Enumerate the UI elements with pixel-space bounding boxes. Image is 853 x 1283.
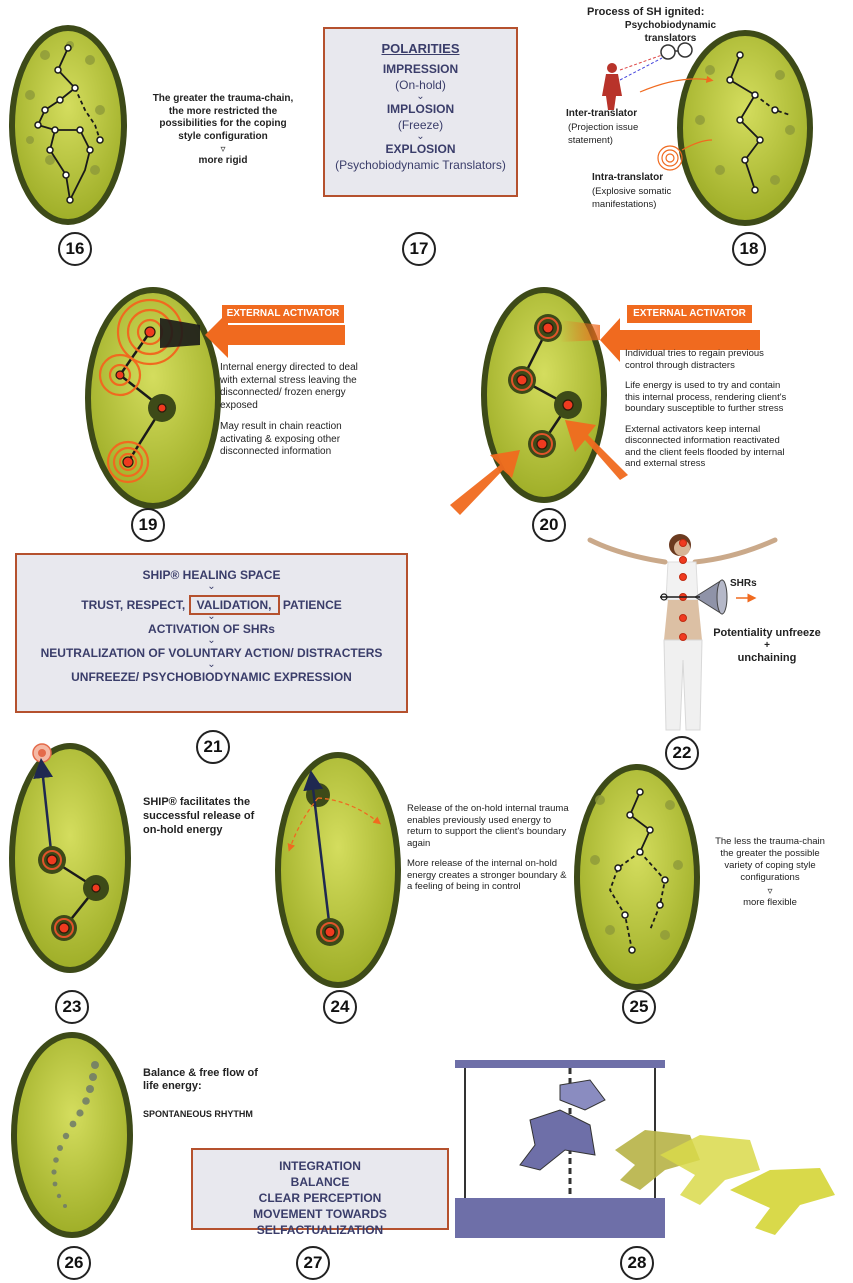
panel-22-caption-1: Potentiality unfreeze (702, 627, 832, 640)
integration-line-1: INTEGRATION (193, 1158, 447, 1174)
polarity-2-label: IMPLOSION (325, 101, 516, 117)
panel-16-result: more rigid (173, 155, 273, 168)
panel-22-caption-2: unchaining (717, 652, 817, 665)
healing-space-box: SHIP® HEALING SPACE ⌄ TRUST, RESPECT, VA… (15, 553, 408, 713)
panel-18-heading: Process of SH ignited: (587, 6, 727, 19)
panel-number-21: 21 (196, 730, 230, 764)
patience-label: PATIENCE (283, 598, 342, 612)
panel-24-paragraph-2: More release of the internal on-hold ene… (407, 858, 572, 893)
panel-number-26: 26 (57, 1246, 91, 1280)
panel-22-plus: + (757, 640, 777, 653)
healing-space-line-5: UNFREEZE/ PSYCHOBIODYNAMIC EXPRESSION (17, 669, 406, 685)
panel-19-paragraph-1: Internal energy directed to deal with ex… (220, 362, 370, 412)
panel-20-paragraph-3: External activators keep internal discon… (625, 424, 790, 470)
chevron-down-icon: ⌄ (17, 637, 406, 645)
external-activator-label-19: EXTERNAL ACTIVATOR (222, 305, 344, 323)
panel-23-text: SHIP® facilitates the successful release… (143, 795, 261, 837)
panel-number-25: 25 (622, 990, 656, 1024)
carousel-illustration (455, 1060, 835, 1238)
validation-label: VALIDATION, (189, 595, 280, 615)
panel-25-result: more flexible (720, 897, 820, 910)
polarity-3-label: EXPLOSION (325, 141, 516, 157)
panel-18-intra-label: Intra-translator (592, 172, 692, 185)
polarities-title: POLARITIES (325, 41, 516, 57)
chevron-down-icon: ⌄ (17, 613, 406, 621)
panel-20-paragraph-1: Individual tries to regain previous cont… (625, 348, 790, 371)
cell-26 (14, 1035, 130, 1235)
glasses-icon (661, 43, 692, 59)
panel-20-text: Individual tries to regain previous cont… (625, 348, 790, 479)
panel-number-24: 24 (323, 990, 357, 1024)
chevron-down-icon: ⌄ (325, 93, 516, 101)
chevron-down-icon: ⌄ (325, 133, 516, 141)
external-activator-label-20: EXTERNAL ACTIVATOR (627, 305, 752, 323)
polarity-1-label: IMPRESSION (325, 61, 516, 77)
person-icon (607, 63, 617, 73)
panel-24-paragraph-1: Release of the on-hold internal trauma e… (407, 803, 572, 849)
integration-box: INTEGRATION BALANCE CLEAR PERCEPTION MOV… (191, 1148, 449, 1230)
panel-18-translators: Psychobiodynamic translators (618, 20, 723, 45)
panel-number-17: 17 (402, 232, 436, 266)
panel-number-19: 19 (131, 508, 165, 542)
polarities-box: POLARITIES IMPRESSION (On-hold) ⌄ IMPLOS… (323, 27, 518, 197)
panel-number-22: 22 (665, 736, 699, 770)
integration-line-3: CLEAR PERCEPTION (193, 1190, 447, 1206)
polarity-3-sub: (Psychobiodynamic Translators) (325, 157, 516, 173)
cell-24 (278, 755, 398, 985)
cell-23 (12, 744, 128, 970)
panel-18-inter-sub: (Projection issue statement) (568, 122, 658, 147)
panel-number-18: 18 (732, 232, 766, 266)
panel-20-paragraph-2: Life energy is used to try and contain t… (625, 380, 790, 415)
panel-18-intra-sub: (Explosive somatic manifestations) (592, 186, 702, 211)
shr-label: SHRs (730, 578, 770, 591)
integration-line-2: BALANCE (193, 1174, 447, 1190)
panel-24-text: Release of the on-hold internal trauma e… (407, 803, 572, 902)
panel-number-20: 20 (532, 508, 566, 542)
trust-respect-label: TRUST, RESPECT, (81, 598, 185, 612)
panel-19-paragraph-2: May result in chain reaction activating … (220, 421, 370, 459)
panel-19-text-1: Internal energy directed to deal with ex… (220, 362, 370, 468)
cell-25 (577, 767, 697, 987)
cell-16 (12, 28, 124, 222)
panel-number-28: 28 (620, 1246, 654, 1280)
panel-number-27: 27 (296, 1246, 330, 1280)
panel-16-text: The greater the trauma-chain, the more r… (148, 93, 298, 143)
ripple-icon (658, 146, 682, 170)
panel-18-inter-label: Inter-translator (566, 108, 666, 121)
chevron-down-icon: ⌄ (17, 583, 406, 591)
integration-line-4: MOVEMENT TOWARDS SELFACTUALIZATION (193, 1206, 447, 1238)
chevron-down-icon: ⌄ (17, 661, 406, 669)
panel-number-16: 16 (58, 232, 92, 266)
panel-25-text: The less the trauma-chain the greater th… (710, 836, 830, 884)
panel-26-text-1: Balance & free flow of life energy: (143, 1067, 263, 1093)
panel-26-text-2: SPONTANEOUS RHYTHM (143, 1108, 293, 1121)
panel-number-23: 23 (55, 990, 89, 1024)
